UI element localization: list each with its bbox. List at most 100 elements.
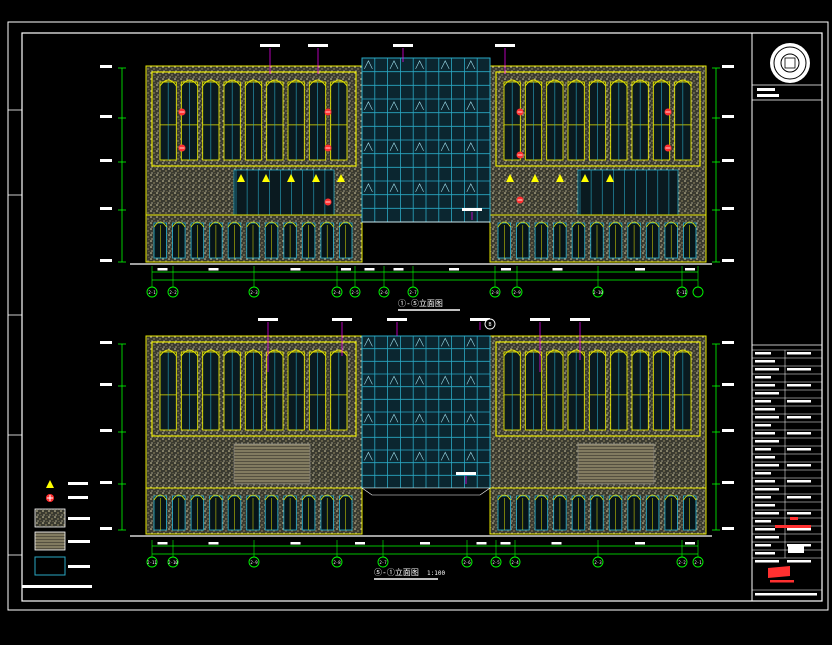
- ground-arch: [246, 221, 260, 228]
- revision-mark: [790, 517, 798, 520]
- title-row-value: [787, 400, 811, 403]
- level-text: [722, 259, 734, 262]
- title-row-label: [755, 392, 779, 395]
- dimension-text: [685, 268, 695, 271]
- curtain-glyph: [389, 101, 399, 110]
- window-arch: [567, 79, 585, 87]
- title-row-label: [755, 352, 771, 355]
- curtain-glyph: [364, 413, 373, 423]
- ground-arch: [283, 221, 297, 228]
- ground-arch: [227, 494, 242, 501]
- axis-bubble: [692, 286, 704, 298]
- dimension-text: [500, 542, 511, 545]
- ground-arch: [590, 494, 604, 501]
- triangle-marker: [262, 174, 270, 182]
- window-bay-frame: [151, 341, 357, 437]
- ground-arch: [153, 494, 167, 501]
- ground-arch: [227, 221, 242, 228]
- window-arch: [308, 79, 327, 87]
- curtain-glyph: [415, 337, 424, 347]
- ground-arch: [608, 494, 623, 501]
- ground-arch: [590, 221, 604, 228]
- ground-arch: [553, 221, 567, 228]
- dimension-text: [355, 542, 365, 545]
- title-row-label: [755, 368, 779, 371]
- curtain-glyph: [440, 183, 450, 192]
- title-row-label: [755, 528, 775, 531]
- dimension-text: [364, 268, 375, 271]
- level-text: [722, 527, 734, 530]
- ground-arch: [683, 494, 697, 501]
- axis-bubble: [490, 556, 502, 568]
- level-text: [100, 159, 112, 162]
- curtain-glyph: [440, 375, 450, 385]
- ground-arch: [534, 494, 548, 501]
- dimension-text: [290, 268, 301, 271]
- axis-bubble-label: 2-9: [250, 560, 258, 565]
- curtain-glyph: [364, 375, 373, 385]
- curtain-glyph: [389, 375, 399, 385]
- window-bay-frame: [495, 71, 701, 167]
- title-row-label: [755, 464, 779, 467]
- title-row-value: [787, 368, 811, 371]
- curtain-glyph: [389, 413, 399, 423]
- ground-arch: [646, 494, 660, 501]
- legend-glass-swatch: [34, 556, 66, 576]
- curtain-glyph: [364, 101, 373, 110]
- curtain-glyph: [466, 183, 476, 192]
- window-arch: [503, 79, 521, 87]
- title-row-label: [755, 560, 779, 563]
- axis-bubble-label: 2-6: [463, 560, 471, 565]
- curtain-glyph: [466, 337, 476, 347]
- level-text: [100, 115, 112, 118]
- annotation-text: [387, 318, 407, 321]
- annotation-text: [393, 44, 413, 47]
- window-arch: [287, 79, 305, 87]
- axis-bubble-label: 2-10: [168, 560, 178, 565]
- ground-arch: [683, 221, 697, 228]
- curtain-glyph: [389, 451, 399, 461]
- annotation-text: [260, 44, 280, 47]
- mid-glazing: [577, 169, 679, 216]
- legend-triangle-icon: [46, 480, 54, 488]
- dimension-text: [157, 542, 168, 545]
- elevation-bottom-scale: 1:100: [427, 570, 445, 577]
- ground-arch: [190, 494, 204, 501]
- curtain-glyph: [389, 142, 399, 151]
- title-row-value: [787, 464, 811, 467]
- title-row-value: [787, 496, 811, 499]
- axis-bubble-label: 2-2: [169, 290, 177, 295]
- title-row-label: [755, 424, 771, 427]
- axis-bubble-label: 2-8: [333, 560, 341, 565]
- legend-label-4: [68, 540, 90, 543]
- ground-arch: [497, 494, 511, 501]
- window-arch: [159, 349, 177, 357]
- ground-arch: [516, 221, 530, 228]
- axis-bubble: [167, 556, 179, 568]
- ground-arch: [190, 221, 204, 228]
- dimension-text: [420, 542, 430, 545]
- title-footer-text: [755, 593, 817, 596]
- ground-arch: [320, 494, 334, 501]
- window-arch: [330, 79, 348, 87]
- title-row-label: [755, 448, 771, 451]
- axis-bubble: [378, 286, 390, 298]
- curtain-glyph: [364, 142, 373, 151]
- axis-bubble: [592, 556, 604, 568]
- dimension-text: [501, 268, 511, 271]
- ground-arch: [209, 221, 223, 228]
- ground-arch: [264, 221, 279, 228]
- dimension-text: [341, 268, 351, 271]
- axis-bubble-label: 2-8: [491, 290, 499, 295]
- curtain-glyph: [440, 101, 450, 110]
- level-text: [722, 65, 734, 68]
- window-bay-frame: [151, 71, 357, 167]
- axis-bubble-label: 2-11: [147, 560, 157, 565]
- axis-bubble: [248, 286, 260, 298]
- title-row-label: [755, 440, 779, 443]
- annotation-text: [462, 208, 482, 211]
- institute-seal: [770, 43, 810, 83]
- dimension-text: [208, 542, 219, 545]
- louver-panel: [577, 443, 655, 485]
- title-row-value: [787, 560, 811, 563]
